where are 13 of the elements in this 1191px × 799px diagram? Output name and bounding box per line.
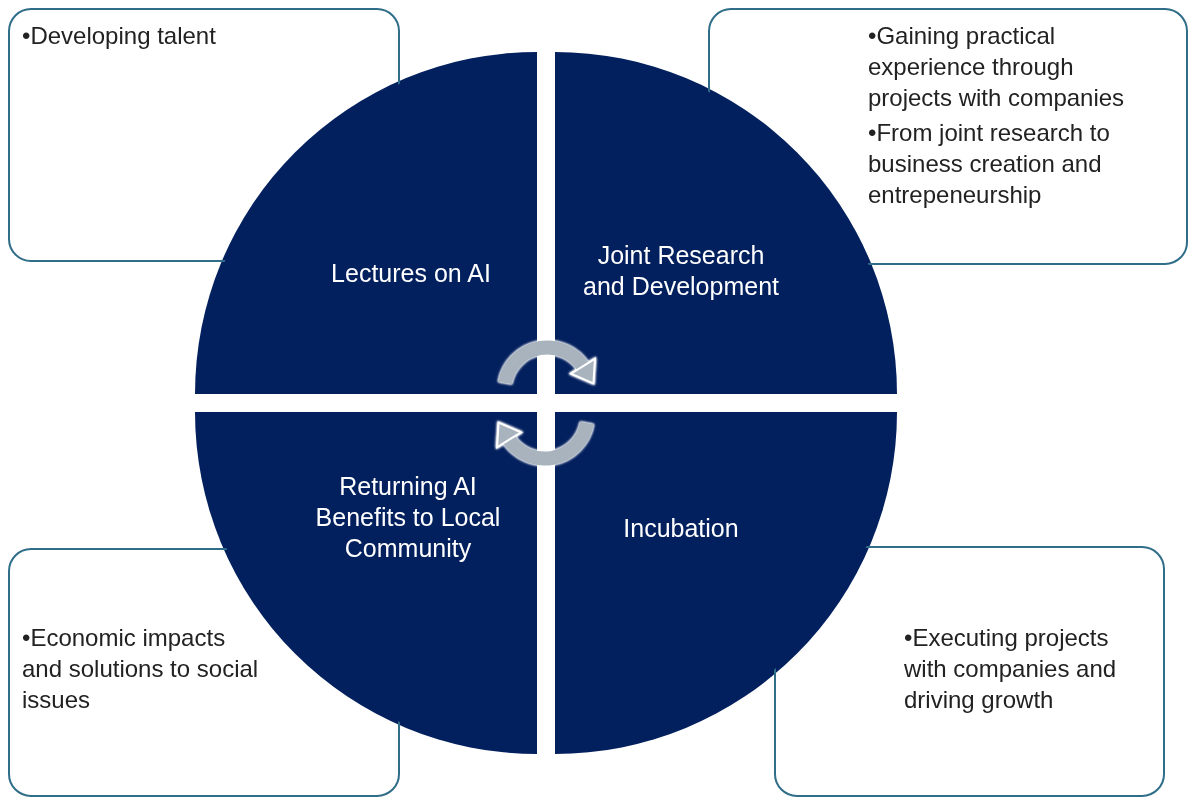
- bullet-text: •Economic impacts and solutions to social issues: [22, 623, 260, 715]
- segment-label: Returning AI Benefits to Local Community: [315, 470, 501, 564]
- segment-label: Lectures on AI: [331, 257, 491, 289]
- cycle-arrow: [496, 421, 594, 466]
- note-box: [8, 8, 400, 262]
- bullet-text: •Gaining practical experience through projects with companies: [868, 21, 1126, 113]
- segment-label: Joint Research and Development: [582, 240, 780, 302]
- bullet-text: •From joint research to business creation and entrepeneurship: [868, 118, 1111, 210]
- segment-label: Incubation: [623, 512, 739, 544]
- bullet-text: •Executing projects with companies and driving growth: [904, 623, 1118, 715]
- bullet-text: •Developing talent: [22, 21, 217, 51]
- cycle-arrow: [498, 340, 596, 385]
- note-box: [774, 546, 1165, 797]
